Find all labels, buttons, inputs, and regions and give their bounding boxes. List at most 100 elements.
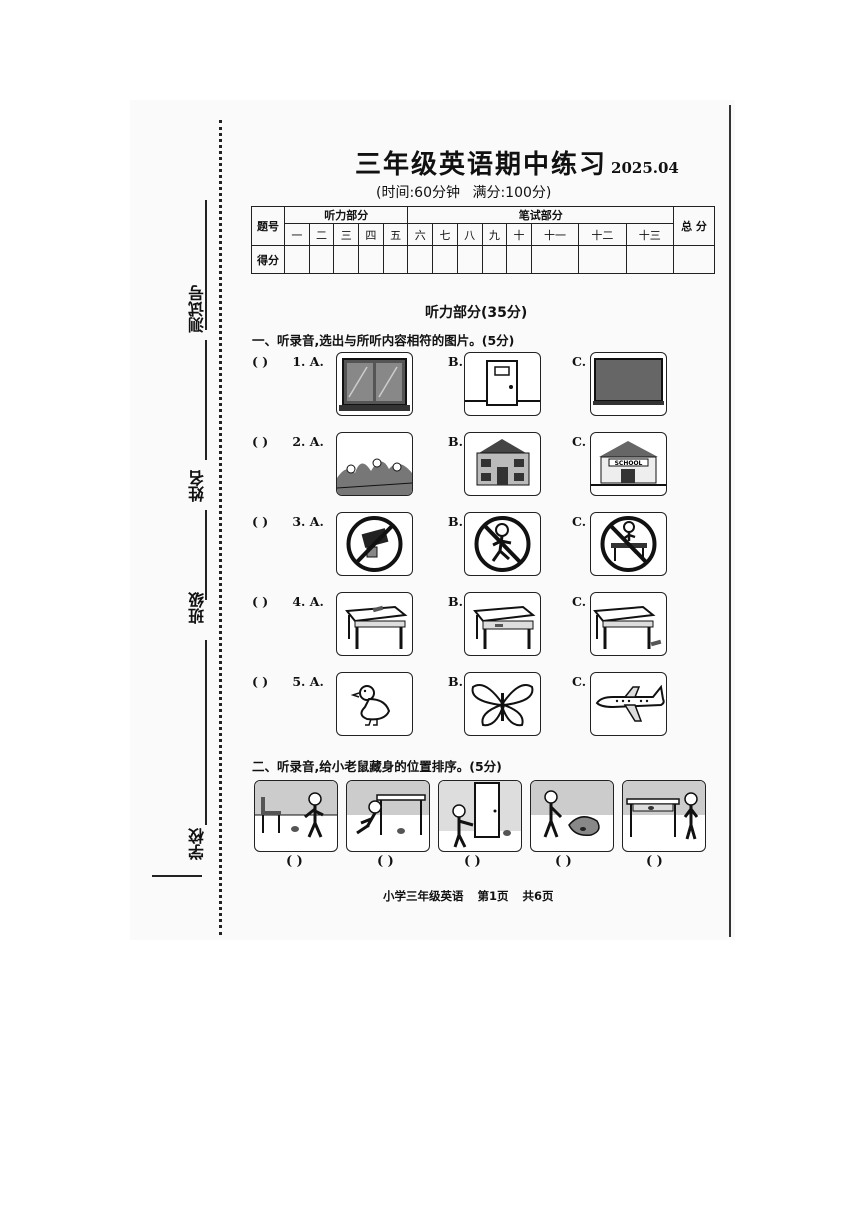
col-num: 六 [407,223,434,246]
score-cell[interactable] [308,245,335,274]
score-cell[interactable] [432,245,458,274]
footer-course: 小学三年级英语 [383,889,464,903]
listening-header: 听力部分 [283,206,409,224]
col-num: 十二 [578,223,627,246]
option-b: B. [448,354,463,369]
q2-pictures [254,780,714,852]
binding-bottom-line [152,875,202,877]
answer-paren[interactable]: ( ) [252,594,269,609]
answer-paren[interactable]: ( ) [555,854,572,869]
binding-dotted-line [219,120,222,935]
option-c: C. [572,354,587,369]
plane-icon[interactable] [590,672,667,736]
garden-icon[interactable] [336,432,413,496]
desk-eraser-under-icon[interactable] [590,592,667,656]
class-line [205,510,207,600]
q1-item-4: ( ) 4. A. B. C. [252,592,722,658]
mouse-by-chair-icon[interactable] [254,780,338,852]
no-standing-on-desk-icon[interactable] [590,512,667,576]
score-table: 题号 听力部分 笔试部分 总 分 一 二 三 四 五 六 七 八 九 十 十一 … [251,206,715,274]
answer-paren[interactable]: ( ) [286,854,303,869]
score-cell[interactable] [407,245,434,274]
writing-header: 笔试部分 [407,206,674,224]
title-date: 2025.04 [611,159,679,177]
score-cell[interactable] [673,245,715,274]
mouse-behind-door-icon[interactable] [438,780,522,852]
score-cell[interactable] [481,245,508,274]
col-num: 九 [481,223,508,246]
answer-paren[interactable]: ( ) [252,674,269,689]
col-num: 五 [382,223,409,246]
col-num: 十一 [530,223,580,246]
q1-instruction: 一、听录音,选出与所听内容相符的图片。(5分) [252,333,515,348]
page-edge [729,105,731,937]
answer-paren[interactable]: ( ) [252,354,269,369]
school-sign-text: SCHOOL [615,460,643,467]
answer-paren[interactable]: ( ) [252,434,269,449]
item-label: 3. A. [292,514,324,529]
answer-paren[interactable]: ( ) [252,514,269,529]
school-icon[interactable]: SCHOOL [590,432,667,496]
q1-item-3: ( ) 3. A. B. C. [252,512,722,578]
duck-icon[interactable] [336,672,413,736]
answer-paren[interactable]: ( ) [646,854,663,869]
score-cell[interactable] [578,245,627,274]
mouse-in-desk-icon[interactable] [622,780,706,852]
desk-eraser-in-icon[interactable] [464,592,541,656]
item-label: 1. A. [292,354,324,369]
exam-time: (时间:60分钟 [376,185,460,201]
footer-page: 第1页 [477,889,509,903]
score-cell[interactable] [382,245,409,274]
item-label: 2. A. [292,434,324,449]
desk-eraser-on-icon[interactable] [336,592,413,656]
butterfly-icon[interactable] [464,672,541,736]
name-line [205,340,207,460]
item-label: 4. A. [292,594,324,609]
mouse-under-bag-icon[interactable] [530,780,614,852]
building-icon[interactable] [464,432,541,496]
exam-full-score: 满分:100分) [472,185,552,201]
score-cell[interactable] [530,245,580,274]
q1-item-5: ( ) 5. A. B. C. [252,672,722,738]
mouse-under-desk-icon[interactable] [346,780,430,852]
option-b: B. [448,674,463,689]
blackboard-icon[interactable] [590,352,667,416]
option-c: C. [572,674,587,689]
col-num: 八 [456,223,483,246]
answer-paren[interactable]: ( ) [377,854,394,869]
exam-no-label: 测试号 [188,285,207,333]
exam-info: (时间:60分钟 满分:100分) [372,182,555,202]
option-c: C. [572,514,587,529]
window-icon[interactable] [336,352,413,416]
score-cell[interactable] [284,245,310,274]
option-b: B. [448,434,463,449]
section-title: 听力部分(35分) [425,305,528,321]
option-b: B. [448,594,463,609]
no-running-icon[interactable] [464,512,541,576]
q1-item-1: ( ) 1. A. B. C. [252,352,722,418]
col-num: 十三 [625,223,675,246]
row-label-tihao: 题号 [251,206,285,246]
name-label: 姓名 [188,470,207,502]
col-num: 四 [358,223,384,246]
score-cell[interactable] [333,245,360,274]
page-footer: 小学三年级英语第1页共6页 [383,888,568,904]
col-num: 七 [432,223,458,246]
no-littering-icon[interactable] [336,512,413,576]
score-cell[interactable] [456,245,483,274]
school-label: 学校 [188,828,207,860]
door-icon[interactable] [464,352,541,416]
answer-paren[interactable]: ( ) [464,854,481,869]
exam-no-line [205,200,207,330]
score-cell[interactable] [506,245,532,274]
col-num: 二 [308,223,335,246]
score-cell[interactable] [358,245,384,274]
class-label: 班级 [188,592,207,624]
score-cell[interactable] [625,245,675,274]
item-label: 5. A. [292,674,324,689]
q2-instruction: 二、听录音,给小老鼠藏身的位置排序。(5分) [252,759,502,774]
footer-total: 共6页 [522,889,554,903]
col-num: 一 [284,223,310,246]
school-line [205,640,207,825]
